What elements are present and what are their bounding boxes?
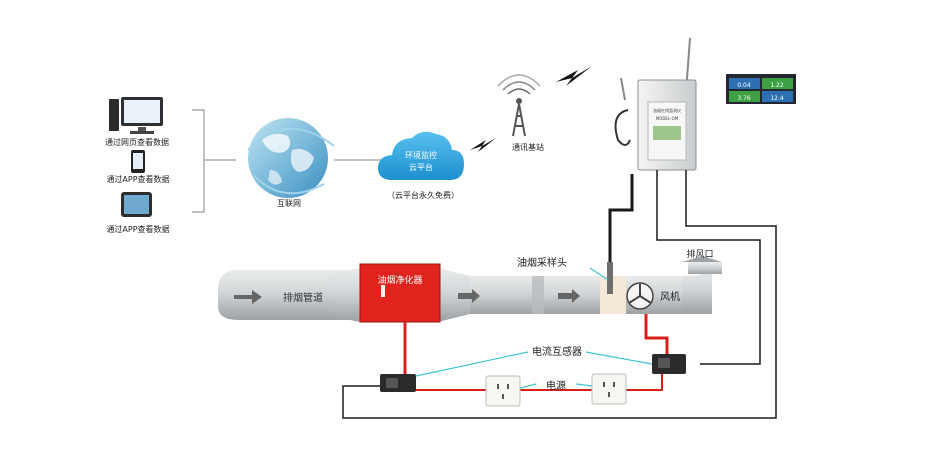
cloud-platform-icon: [378, 131, 464, 180]
screen-value-2: 1.22: [770, 82, 784, 89]
power-socket-left: [485, 375, 521, 407]
purifier-label: 油烟净化器: [377, 274, 422, 286]
probe-pointer-line: [589, 267, 609, 281]
globe-icon: [247, 118, 335, 198]
phone-app-label: 通过APP查看数据: [106, 174, 169, 184]
wireless-bolt-icon-upper: [556, 66, 592, 86]
probe-label: 油烟采样头: [517, 256, 567, 269]
oil-fume-purifier: [359, 263, 441, 323]
web-view-label: 通过网页查看数据: [105, 137, 169, 147]
tower-label: 通讯基站: [512, 142, 544, 152]
monitor-box-model: MODEL-OM: [656, 116, 679, 121]
wireless-bolt-icon: [470, 138, 496, 152]
screen-value-4: 12.4: [770, 95, 784, 102]
sampling-cable: [608, 174, 634, 262]
monitor-box-title: 油烟在线监测仪: [653, 107, 681, 113]
purifier-power-wire: [398, 322, 407, 384]
cloud-title-line1: 环境监控: [405, 150, 437, 160]
current-transformer-right: [652, 354, 686, 374]
pipe-label: 排烟管道: [283, 291, 323, 304]
fan-power-wire: [644, 314, 669, 356]
cell-tower-icon: [497, 74, 541, 137]
cloud-caption: （云平台永久免费）: [387, 190, 459, 200]
current-transformer-left: [380, 374, 416, 392]
device-bracket-line: [192, 109, 236, 213]
ct-signal-cable-right: [656, 170, 761, 365]
ct-signal-cable-left: [342, 170, 777, 419]
cloud-title-line2: 云平台: [409, 162, 433, 172]
flow-arrow-icon-3: [558, 289, 580, 303]
tablet-icon: [121, 192, 152, 217]
screen-value-1: 0.04: [737, 82, 751, 89]
supply-pointer-lines: [519, 383, 593, 389]
smartphone-icon: [131, 150, 145, 173]
monitor-cabinet: [614, 37, 697, 171]
exhaust-label: 排风口: [686, 248, 713, 260]
sampling-probe: [607, 262, 613, 294]
fan-icon: [626, 282, 654, 310]
flow-arrow-icon-2: [458, 289, 480, 303]
ct-label: 电流互感器: [532, 345, 582, 358]
screen-value-3: 3.76: [737, 95, 751, 102]
supply-wire: [414, 372, 663, 391]
data-display-screen: [726, 74, 796, 104]
desktop-computer-icon: [109, 97, 163, 134]
ct-pointer-lines: [415, 351, 653, 377]
tablet-app-label: 通过APP查看数据: [106, 224, 169, 234]
internet-label: 互联网: [277, 199, 301, 208]
flow-arrow-icon: [234, 290, 262, 304]
fan-label: 风机: [660, 290, 680, 303]
supply-label: 电源: [546, 379, 566, 392]
power-socket-right: [591, 373, 627, 405]
